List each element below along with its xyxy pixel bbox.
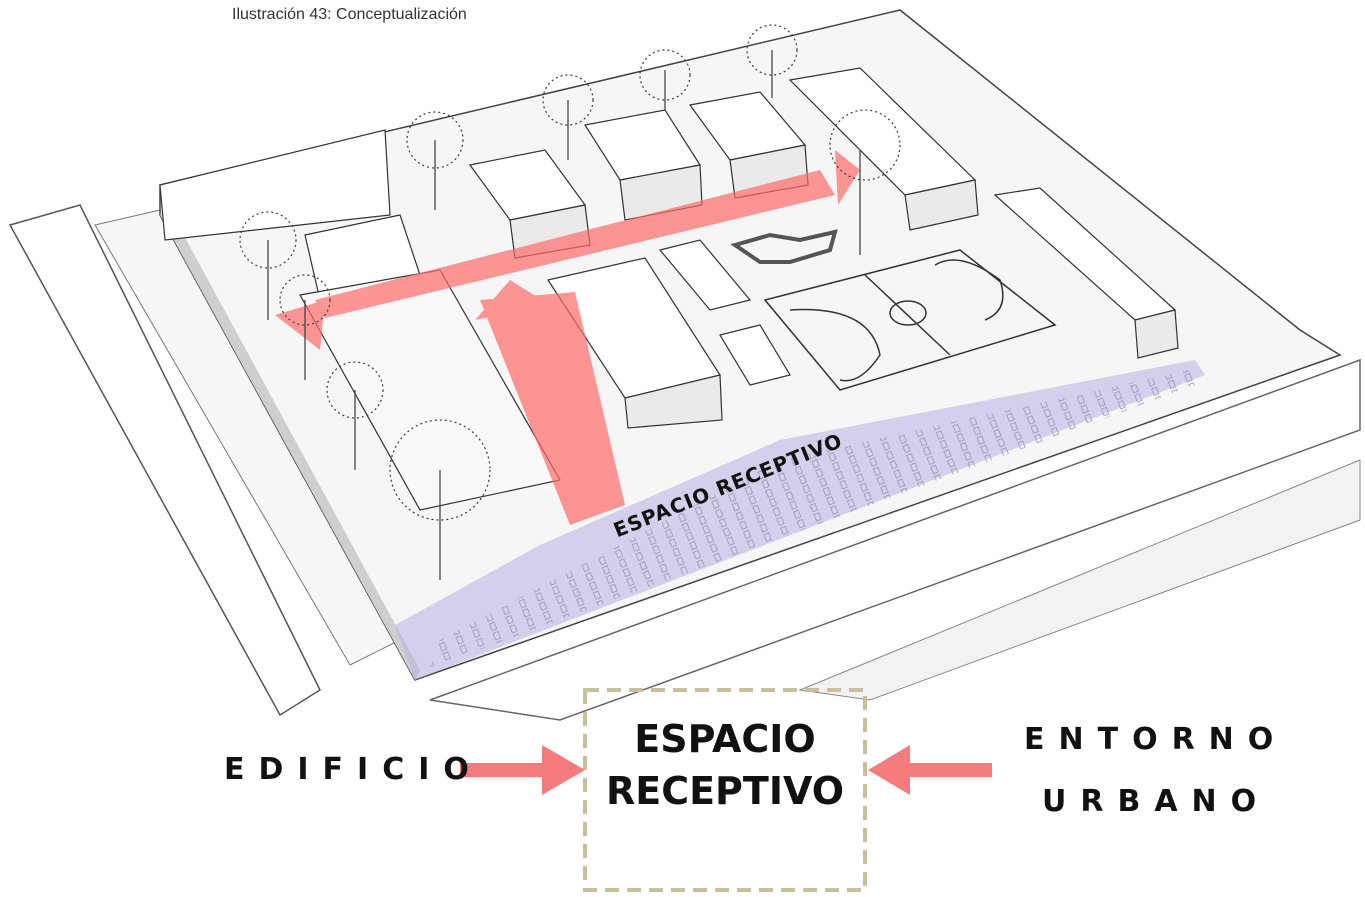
street-block-bottom	[429, 358, 1361, 721]
concept-box-title: ESPACIO RECEPTIVO	[585, 713, 865, 817]
arrow-left-to-box	[460, 745, 585, 795]
concept-box-line1: ESPACIO	[634, 717, 816, 761]
buildings	[159, 67, 1179, 511]
trees	[239, 24, 901, 580]
building-label: EDIFICIO	[224, 752, 483, 787]
street-block-left	[8, 204, 321, 717]
tree-icon	[542, 74, 594, 160]
site-wall-left	[160, 210, 420, 680]
tree-icon	[639, 49, 691, 110]
tree-icon	[746, 24, 798, 98]
tree-icon	[829, 109, 901, 255]
urban-label-line1: ENTORNO	[1024, 722, 1288, 757]
sculpture	[730, 229, 838, 264]
tree-icon	[279, 274, 331, 380]
street-strip	[798, 459, 1361, 701]
urban-label-line2: URBANO	[1042, 784, 1271, 819]
tree-icon	[326, 361, 384, 470]
concept-dashed-box	[583, 688, 867, 892]
arrow-right-to-box	[868, 745, 992, 795]
flow-arrows	[275, 150, 860, 525]
concept-box-line2: RECEPTIVO	[605, 769, 845, 813]
tree-icon	[389, 419, 491, 580]
parking-area	[430, 370, 1195, 668]
figure-caption: Ilustración 43: Conceptualización	[232, 6, 467, 23]
tree-icon	[406, 111, 464, 210]
tree-icon	[239, 211, 297, 320]
basketball-court	[763, 249, 1057, 391]
